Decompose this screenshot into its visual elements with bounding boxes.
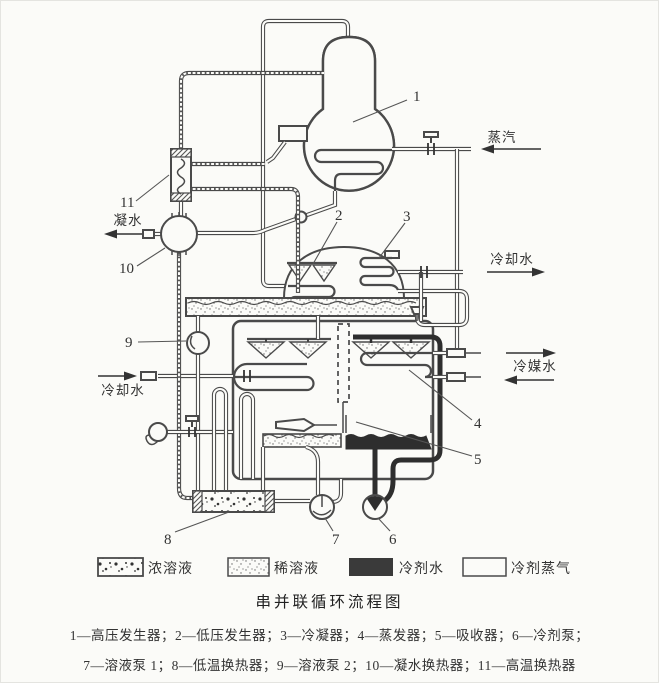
refrigerant-pump: [362, 494, 388, 520]
eductor-nozzle: [275, 417, 316, 433]
pipe-reducer: [446, 348, 466, 358]
chilled-water-stubs: [433, 348, 481, 382]
figure-title: 串并联循环流程图: [255, 594, 404, 611]
spray-nozzle: [311, 264, 337, 283]
spray-nozzle: [246, 341, 286, 359]
figure-caption-line1: 1—高压发生器；2—低压发生器；3—冷凝器；4—蒸发器；5—吸收器；6—冷剂泵；: [69, 628, 590, 643]
chilled-water-label: 冷媒水: [513, 359, 557, 374]
num-1: 1: [413, 89, 421, 105]
pipe-reducer: [140, 371, 157, 381]
hx11-right-lines: [191, 164, 298, 293]
solution-tray: [185, 297, 427, 317]
cooling-in-valve: [243, 370, 251, 382]
pump-impeller: [367, 495, 383, 511]
high-temp-heat-exchanger: [170, 148, 192, 202]
condenser-coil: [359, 256, 400, 291]
purge-valve: [185, 415, 199, 437]
evaporator-coil: [359, 351, 433, 379]
legend-swatch-refrigerant-water: [349, 558, 393, 576]
chilled-out-arrow: [506, 348, 556, 358]
legend: 浓溶液 稀溶液 冷剂水 冷剂蒸气: [97, 557, 571, 577]
pipe-reducer: [142, 229, 155, 239]
legend-label-dilute: 稀溶液: [274, 561, 319, 577]
cooling-out-valve: [420, 266, 428, 278]
legend-swatch-concentrated: [97, 557, 144, 577]
purge-unit: [145, 422, 168, 446]
cooling-out-arrow: [487, 267, 545, 277]
process-flow-diagram: 蒸汽 冷却水 冷媒水 冷却水 凝水 1 2 3 4 5 6 7 8 9 10 1…: [97, 1, 571, 577]
condensate-arrow: [104, 229, 142, 239]
legend-label-refrigerant-water: 冷剂水: [399, 561, 444, 577]
cooling-out-label: 冷却水: [490, 252, 534, 267]
cooling-water-inlet-line: [140, 371, 233, 381]
num-8: 8: [164, 532, 172, 548]
low-temp-heat-exchanger: [192, 490, 275, 513]
absorber-coil: [232, 362, 315, 392]
solution-pump-1: [309, 494, 335, 520]
num-3: 3: [403, 209, 411, 225]
component-numbers: 1 2 3 4 5 6 7 8 9 10 11: [119, 89, 482, 548]
num-11: 11: [120, 195, 134, 211]
num-5: 5: [474, 452, 482, 468]
pipe-reducer: [446, 372, 466, 382]
num-10: 10: [119, 261, 134, 277]
high-pressure-generator: [278, 35, 396, 192]
drain-to-hx11-pipe: [267, 142, 285, 162]
steam-heating-coil: [313, 148, 392, 191]
num-6: 6: [389, 532, 397, 548]
chilled-in-arrow: [504, 375, 554, 385]
condensate-heat-exchanger: [142, 212, 198, 256]
figure-caption-line2: 7—溶液泵 1；8—低温换热器；9—溶液泵 2；10—凝水换热器；11—高温换热…: [83, 658, 576, 673]
steam-arrow: [481, 144, 541, 154]
steam-valve: [423, 131, 439, 155]
condensate-label: 凝水: [114, 213, 143, 228]
num-2: 2: [335, 208, 343, 224]
num-9: 9: [125, 335, 133, 351]
refrigerant-pump-discharge: [353, 334, 443, 504]
steam-label: 蒸汽: [488, 130, 517, 145]
low-pressure-shell: [282, 245, 406, 310]
cooling-in-arrow: [98, 371, 137, 381]
refrigerant-water-circuit: [353, 334, 443, 504]
dilute-solution-pan: [262, 433, 342, 448]
legend-label-refrigerant-vapor: 冷剂蒸气: [511, 561, 571, 577]
legend-swatch-dilute: [227, 557, 270, 577]
spray-nozzle: [288, 341, 328, 359]
cooling-in-label: 冷却水: [101, 383, 145, 398]
num-7: 7: [332, 532, 340, 548]
legend-label-concentrated: 浓溶液: [148, 561, 193, 577]
legend-swatch-refrigerant-vapor: [462, 557, 507, 577]
coil-condensate-drain: [197, 191, 335, 233]
solution-pump-2: [186, 331, 210, 355]
num-4: 4: [474, 416, 482, 432]
generator-side-nozzle: [278, 125, 308, 142]
